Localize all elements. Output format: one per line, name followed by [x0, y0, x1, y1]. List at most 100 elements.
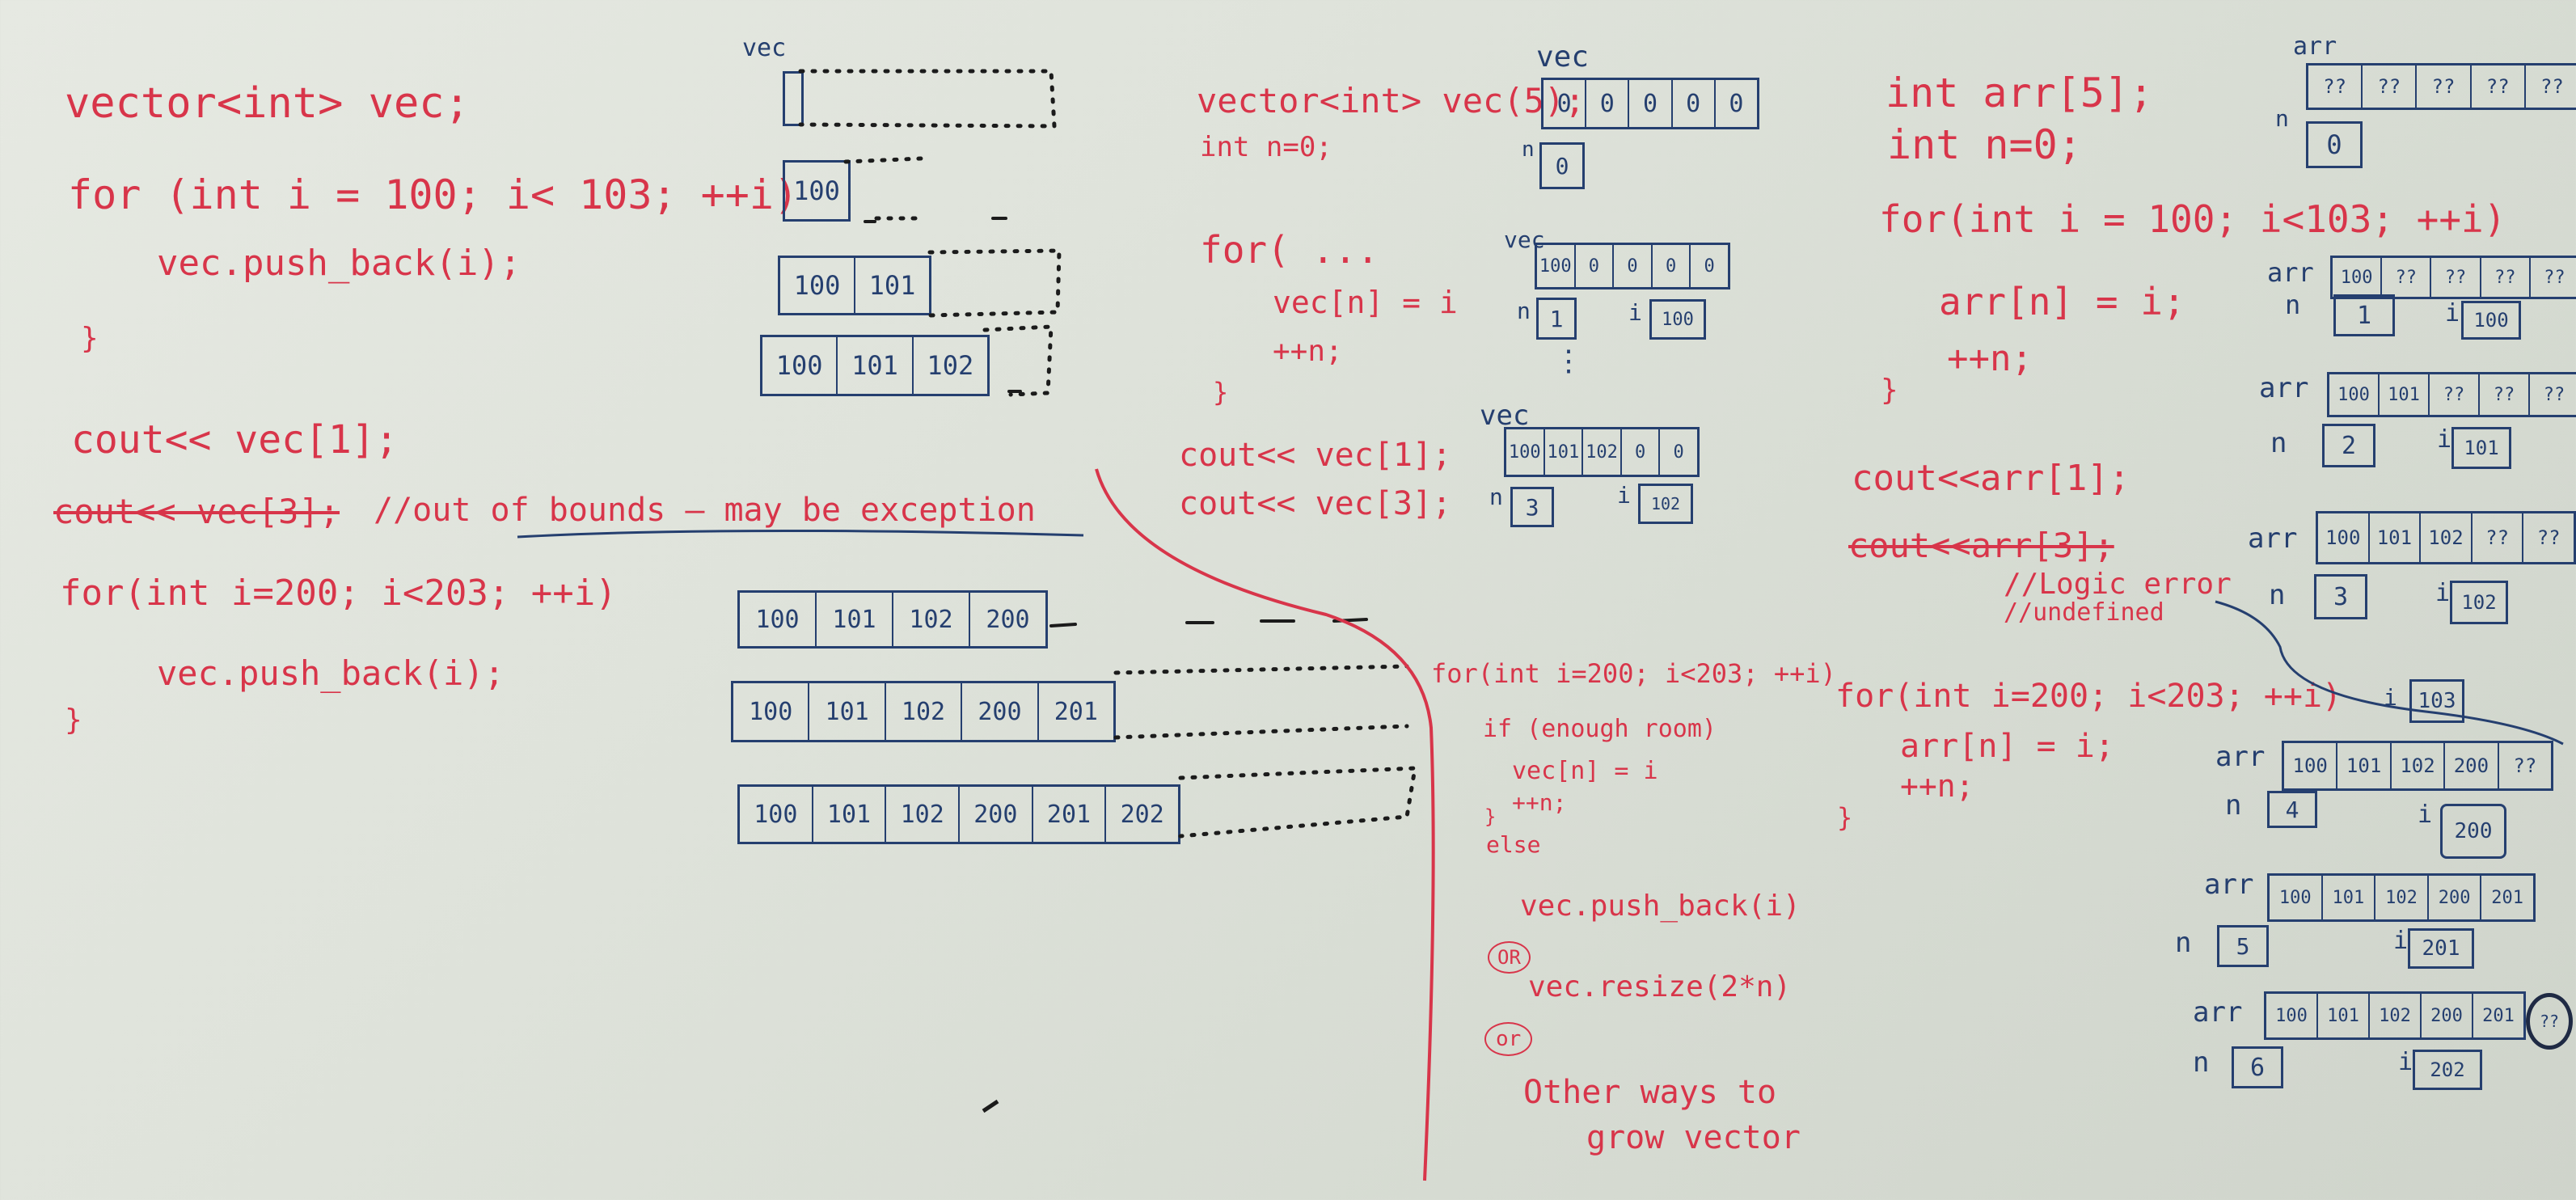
vec-cell: 0 [1629, 80, 1673, 127]
vec-cell: 0 [1543, 80, 1587, 127]
n-box-arr-5: 5 [2217, 925, 2269, 967]
vec-box-6: 100 101 102 200 201 202 [737, 784, 1180, 844]
red-divider-curve [1095, 468, 1435, 1181]
vec-cell: 101 [838, 337, 914, 394]
push-back-call-1: vec.push_back(i); [157, 243, 522, 284]
arr-cell: 101 [2318, 994, 2370, 1037]
arr-cell: ?? [2536, 526, 2561, 549]
int-n-declaration-mid: int n=0; [1200, 131, 1332, 163]
n-label-arr-1: n [2285, 289, 2301, 320]
n-label-arr-6: n [2193, 1046, 2210, 1079]
for-loop-arr-200: for(int i=200; i<203; ++i) [1835, 678, 2342, 715]
capacity-outline-5 [1113, 664, 1409, 740]
arr-cell: 101 [2323, 876, 2376, 919]
increment-n-mid: ++n; [1273, 335, 1343, 368]
out-of-bounds-comment: //out of bounds — may be exception [374, 492, 1036, 529]
vec-cell: 102 [886, 787, 961, 842]
arr-cell: 102 [2392, 743, 2446, 788]
arr-cell: ?? [2513, 754, 2537, 777]
arr-cell: ?? [2480, 374, 2530, 415]
n-label-mid-1: n [1522, 137, 1535, 162]
loop-close-right-2: } [1837, 802, 1853, 833]
vec-cell: 102 [893, 593, 970, 646]
vec-box-1: 100 [783, 160, 851, 222]
vec-cell: 101 [1545, 429, 1584, 475]
arr-cell: ?? [2540, 75, 2564, 98]
vec-label-left: vec [742, 34, 787, 62]
vec-box-5: 100 101 102 200 201 [731, 681, 1116, 742]
i-box-arr-3: 102 [2450, 581, 2508, 624]
grow-for-loop: for(int i=200; i<203; ++i) [1431, 658, 1836, 689]
capacity-dash [864, 217, 1022, 393]
overflow-circle: ?? [2526, 993, 2573, 1050]
arr-cell: 200 [2429, 876, 2482, 919]
arr-cell: 201 [2491, 887, 2524, 908]
arr-cell: 201 [2482, 1005, 2515, 1026]
vec-cell: 0 [1729, 89, 1744, 118]
grow-increment: ++n; [1512, 789, 1567, 816]
i-label-arr-2: i [2437, 425, 2452, 454]
arr-cell: ?? [2473, 513, 2524, 562]
n-box-mid-2: 1 [1536, 298, 1577, 340]
vec-cell: 100 [793, 175, 840, 206]
arr-cell: 101 [2370, 513, 2422, 562]
cout-vec-3-mid: cout<< vec[3]; [1179, 485, 1452, 522]
blue-divider-curve [2215, 600, 2564, 746]
vec-cell: 0 [1622, 429, 1661, 475]
arr-cell: 100 [2270, 876, 2323, 919]
divider-line-left [517, 529, 1084, 539]
vec-cell: 200 [986, 605, 1030, 634]
arr-box-5: 100 101 102 200 201 [2267, 873, 2536, 922]
capacity-outline-3 [982, 324, 1054, 397]
arr-cell: 102 [2375, 876, 2429, 919]
logic-error-comment: //Logic error [2004, 568, 2232, 601]
increment-n-right-1: ++n; [1947, 338, 2033, 379]
vec-label-mid-1: vec [1536, 40, 1590, 74]
i-label-arr-3: i [2435, 579, 2451, 607]
vec-cell: 102 [927, 350, 974, 381]
arr-box-6: 100 101 102 200 201 [2264, 991, 2526, 1040]
grow-assign: vec[n] = i [1512, 757, 1658, 785]
grow-resize: vec.resize(2*n) [1528, 970, 1792, 1004]
vec-cell: 101 [817, 593, 893, 646]
continuation-dots: ⋮ [1554, 344, 1583, 378]
i-box-arr-1: 100 [2461, 301, 2521, 340]
arr-cell: ?? [2544, 267, 2565, 288]
vec-cell: 100 [1506, 429, 1545, 475]
arr-cell: ?? [2382, 258, 2432, 297]
i-box-arr-2: 101 [2451, 427, 2511, 469]
vec-cell: 0 [1614, 245, 1653, 287]
grow-if-close: } [1484, 805, 1497, 828]
vec-label-mid-3: vec [1480, 399, 1530, 432]
if-enough-room: if (enough room) [1483, 715, 1717, 743]
i-label-arr-5: i [2393, 927, 2409, 955]
n-box-arr-3: 3 [2314, 574, 2367, 619]
i-box-mid-2: 100 [1649, 299, 1706, 340]
vec-cell: 0 [1576, 245, 1615, 287]
n-label-arr-2: n [2270, 427, 2287, 459]
vec-cell: 201 [1033, 787, 1107, 842]
vec-cell: 0 [1653, 245, 1691, 287]
increment-n-right-2: ++n; [1900, 768, 1974, 804]
vec-cell: 101 [809, 683, 886, 740]
n-label-arr-3: n [2269, 579, 2286, 611]
vec-n-assign: vec[n] = i [1273, 285, 1458, 320]
grow-push-back: vec.push_back(i) [1520, 889, 1801, 923]
arr-box-0: ?? ?? ?? ?? ?? [2306, 63, 2576, 110]
i-label-arr-1: i [2445, 299, 2460, 327]
arr-cell: 200 [2445, 743, 2499, 788]
vector-sized-declaration: vector<int> vec(5); [1197, 81, 1586, 120]
cout-vec-1: cout<< vec[1]; [71, 417, 399, 463]
vec-sized-box-3: 100 101 102 0 0 [1504, 427, 1700, 477]
n-label-arr-5: n [2175, 927, 2192, 959]
i-box-arr-6: 202 [2413, 1050, 2482, 1090]
vec-cell: 0 [1586, 80, 1630, 127]
loop-close-mid: } [1213, 377, 1229, 408]
cout-vec-3-crossed: cout<< vec[3]; [53, 492, 340, 531]
vec-cell: 202 [1120, 800, 1164, 829]
vec-sized-box-0: 0 0 0 0 0 [1541, 78, 1759, 129]
arr-cell: 100 [2333, 258, 2383, 297]
arr-cell: 101 [2380, 374, 2430, 415]
vec-cell: 0 [1704, 256, 1715, 277]
